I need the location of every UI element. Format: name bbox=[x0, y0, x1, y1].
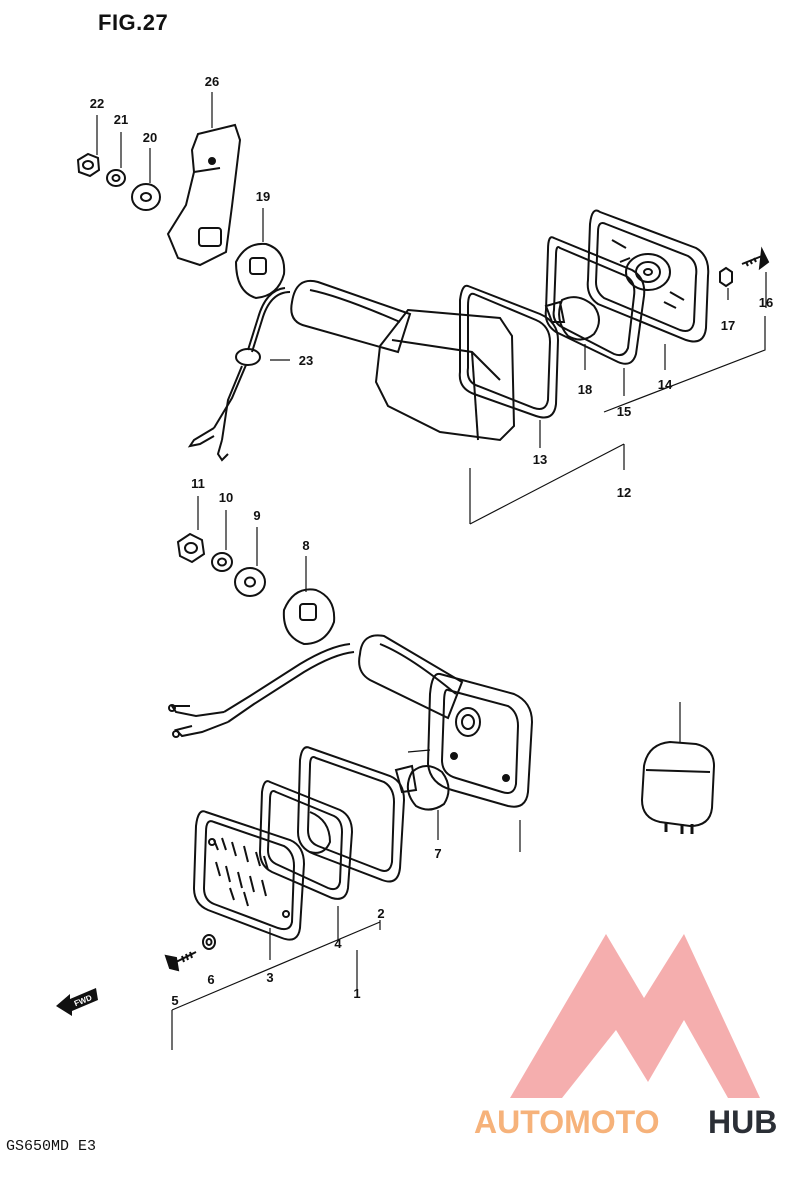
label-17: 17 bbox=[721, 318, 735, 333]
label-6: 6 bbox=[207, 972, 214, 987]
figure-title: FIG.27 bbox=[98, 10, 169, 35]
part-16-screw bbox=[741, 246, 770, 271]
label-21: 21 bbox=[114, 112, 128, 127]
part-housing-lower bbox=[426, 672, 534, 808]
part-21-washer bbox=[106, 169, 126, 187]
part-4-gasket bbox=[258, 780, 354, 900]
part-housing-upper bbox=[374, 308, 516, 442]
watermark-text-part1: AUTOMOTO bbox=[474, 1104, 659, 1140]
label-3: 3 bbox=[266, 970, 273, 985]
watermark-logo-icon bbox=[510, 934, 760, 1098]
label-16: 16 bbox=[759, 295, 773, 310]
forward-arrow-icon: FWD bbox=[56, 988, 98, 1016]
label-15: 15 bbox=[617, 404, 631, 419]
model-code: GS650MD E3 bbox=[6, 1138, 97, 1155]
label-10: 10 bbox=[219, 490, 233, 505]
label-14: 14 bbox=[658, 377, 673, 392]
part-5-screw bbox=[164, 951, 197, 972]
part-9-washer bbox=[234, 567, 266, 597]
part-13-gasket bbox=[458, 284, 560, 419]
part-20-washer bbox=[131, 183, 161, 211]
label-2: 2 bbox=[377, 906, 384, 921]
label-7: 7 bbox=[434, 846, 441, 861]
label-18: 18 bbox=[578, 382, 592, 397]
part-17-nut bbox=[719, 266, 733, 288]
label-22: 22 bbox=[90, 96, 104, 111]
label-4: 4 bbox=[334, 936, 342, 951]
part-14-lens bbox=[586, 209, 710, 343]
label-12: 12 bbox=[617, 485, 631, 500]
part-18-bulb bbox=[544, 296, 600, 341]
part-24-25-bracket bbox=[166, 123, 242, 267]
label-9: 9 bbox=[253, 508, 260, 523]
part-8-grommet bbox=[282, 588, 336, 646]
part-22-nut bbox=[76, 152, 101, 178]
part-2-gasket bbox=[296, 746, 406, 883]
part-19-grommet bbox=[234, 242, 286, 300]
part-26-flasher-relay bbox=[640, 740, 716, 834]
signal-stem-lower bbox=[168, 634, 464, 738]
part-11-nut bbox=[176, 532, 206, 564]
watermark-text-part2: HUB bbox=[708, 1104, 777, 1140]
part-15-gasket bbox=[544, 236, 646, 365]
label-8: 8 bbox=[302, 538, 309, 553]
label-13: 13 bbox=[533, 452, 547, 467]
part-10-washer bbox=[211, 552, 233, 572]
leader-lines bbox=[96, 92, 767, 1050]
label-19: 19 bbox=[256, 189, 270, 204]
part-6-nut bbox=[202, 934, 216, 950]
signal-stem-upper bbox=[187, 280, 412, 462]
part-3-lens bbox=[192, 810, 306, 941]
label-20: 20 bbox=[143, 130, 157, 145]
label-23: 23 bbox=[299, 353, 313, 368]
label-1: 1 bbox=[353, 986, 360, 1001]
label-11: 11 bbox=[191, 476, 205, 491]
label-5: 5 bbox=[171, 993, 178, 1008]
label-24-25: 26 bbox=[205, 74, 219, 89]
